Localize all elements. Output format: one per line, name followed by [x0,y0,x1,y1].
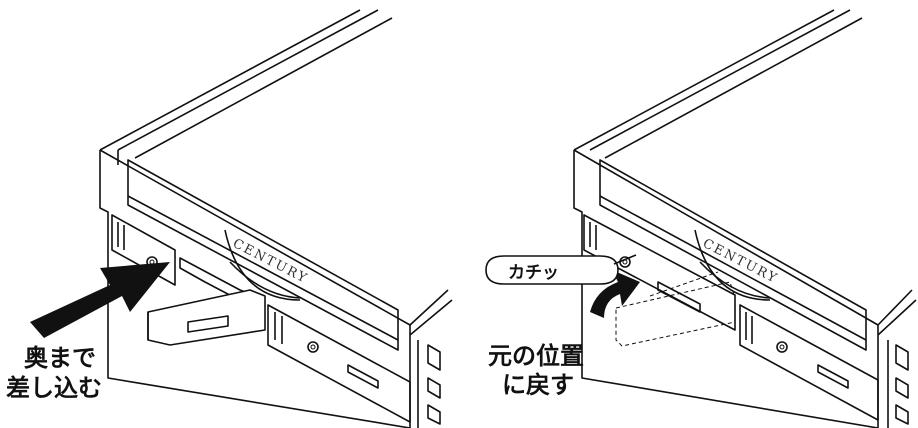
return-arrow-icon [590,270,640,318]
right-bay-upper [583,214,736,331]
click-speech-bubble: カチッ [485,254,637,285]
left-caption-line2: 差し込む [6,374,102,402]
ghost-tray-outline [615,281,736,347]
left-brand-dome [224,229,301,301]
left-bay-lower [267,304,411,423]
click-sound-text: カチッ [508,263,559,283]
push-arrow-icon [30,262,170,338]
right-caption-line2: に戻す [502,371,574,399]
left-tray-handle [147,257,266,346]
right-caption-line1: 元の位置 [488,342,584,370]
right-bay-lower [739,304,879,421]
lock-knob-icon [307,341,319,353]
right-drive-enclosure [573,9,917,428]
left-drive-enclosure [99,9,453,428]
left-caption-line1: 奥まで [24,344,96,372]
right-brand-dome [694,229,771,301]
